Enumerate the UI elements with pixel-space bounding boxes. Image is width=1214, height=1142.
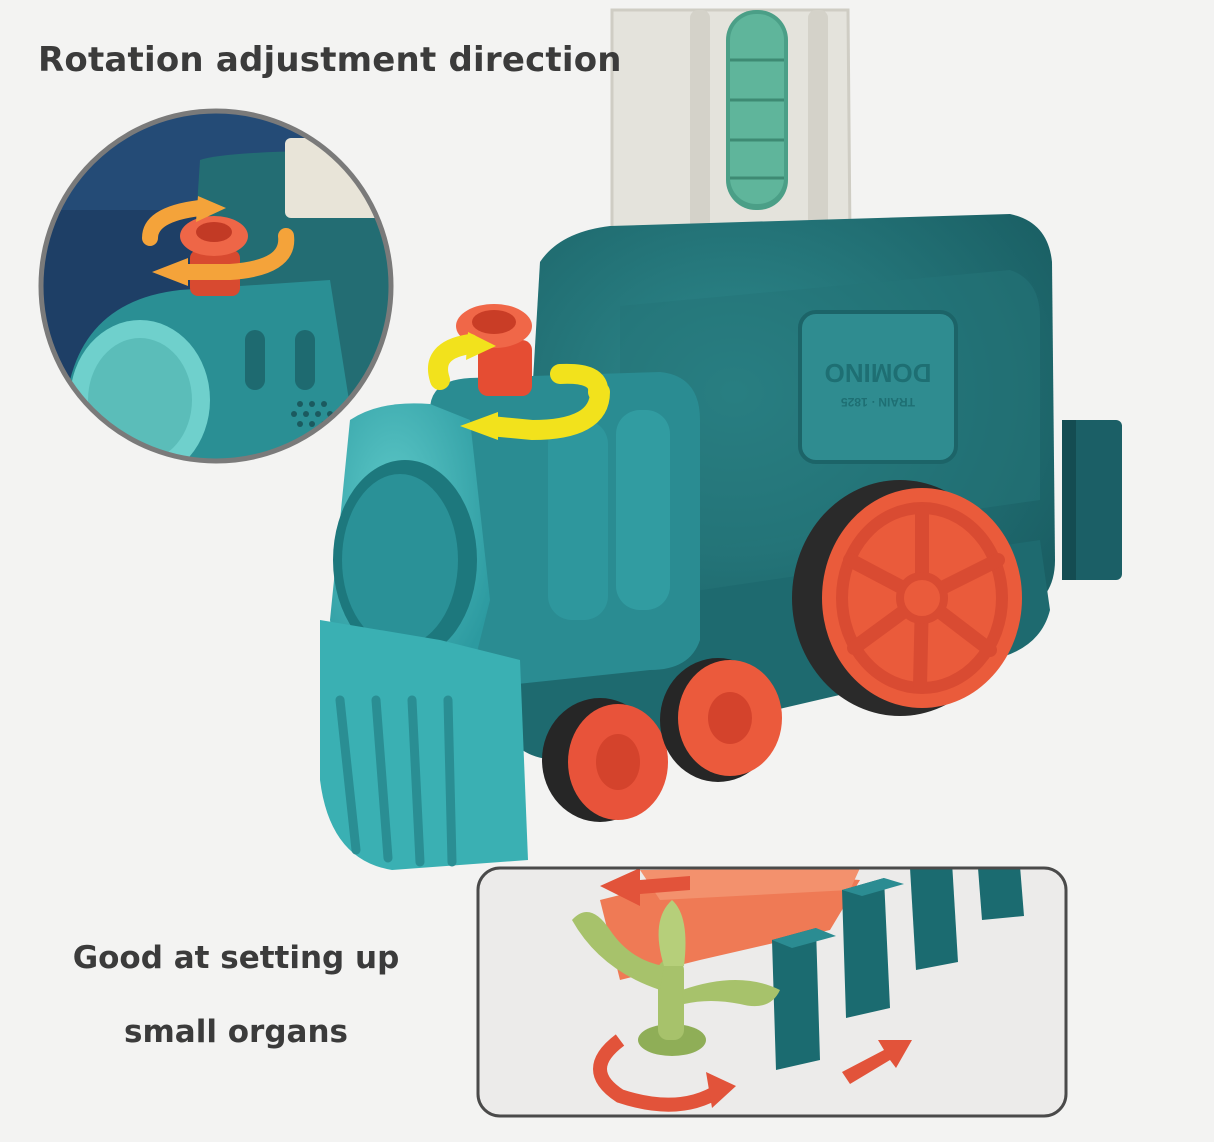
rear-drive-wheel bbox=[792, 480, 1022, 716]
plate-sub-text: TRAIN · 1825 bbox=[841, 395, 915, 409]
domino-name-plate: DOMINO TRAIN · 1825 bbox=[798, 310, 958, 464]
caption-line-2: small organs bbox=[124, 1014, 348, 1050]
direction-arrow-icon bbox=[593, 868, 912, 1112]
cactus-prop bbox=[572, 900, 780, 1056]
front-wheel-right bbox=[660, 658, 782, 782]
setup-detail-panel bbox=[476, 866, 1068, 1118]
standing-domino-right bbox=[1062, 420, 1122, 580]
train-toy: DOMINO TRAIN · 1825 bbox=[320, 214, 1055, 870]
caption-line-1: Good at setting up bbox=[72, 940, 400, 976]
headline-rotation: Rotation adjustment direction bbox=[38, 40, 622, 80]
domino-row bbox=[772, 868, 1024, 1070]
zoom-detail-circle bbox=[38, 108, 394, 464]
plate-brand-text: DOMINO bbox=[825, 358, 932, 388]
rotation-arrow-icon bbox=[428, 332, 610, 441]
front-wheel-left bbox=[542, 698, 668, 822]
